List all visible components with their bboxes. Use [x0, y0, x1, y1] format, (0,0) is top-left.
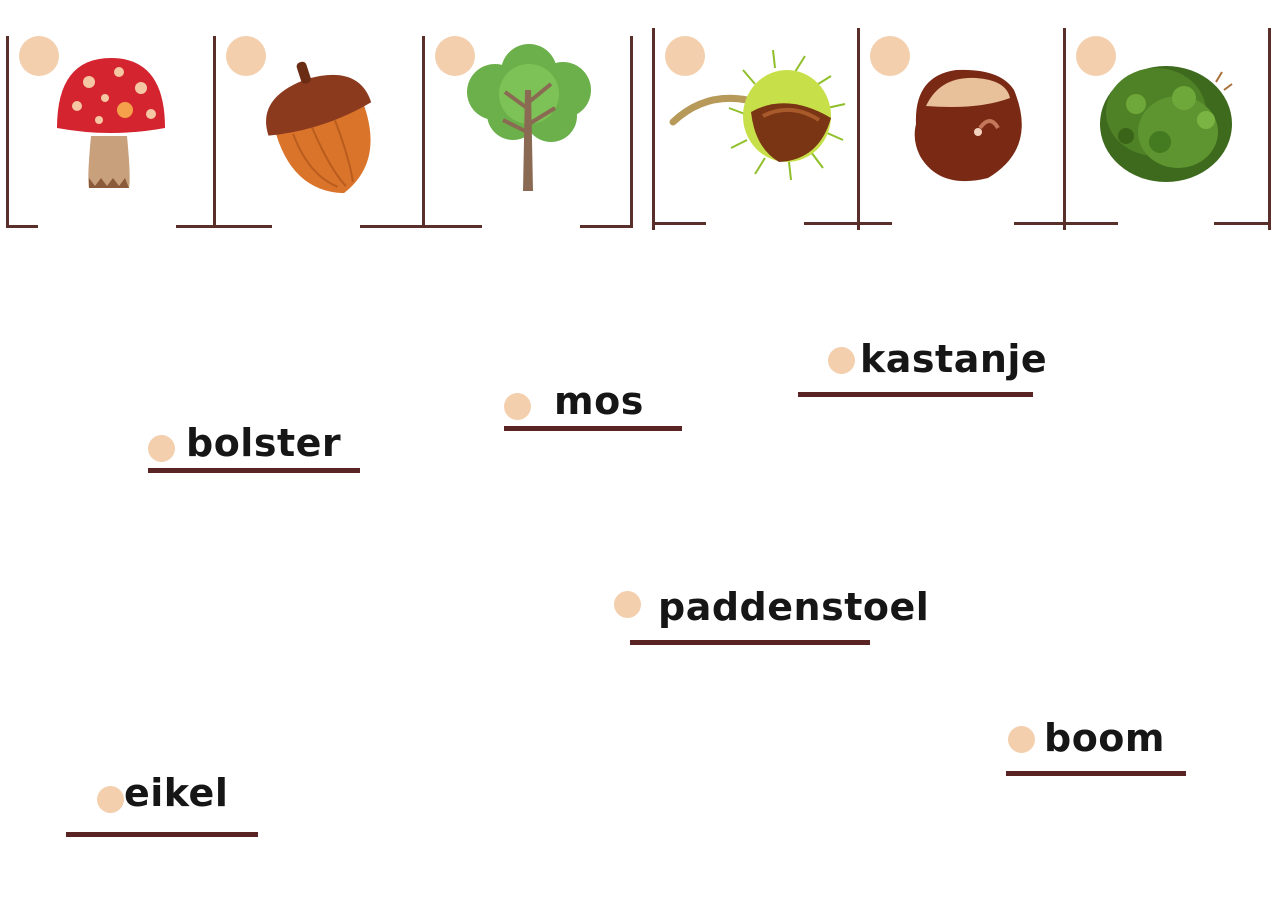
match-dot[interactable] — [148, 435, 175, 462]
word-bolster[interactable]: bolster — [148, 413, 360, 473]
word-label: kastanje — [860, 337, 1048, 381]
frame-divider — [213, 36, 216, 228]
match-dot[interactable] — [19, 36, 59, 76]
card-bolster[interactable] — [655, 28, 857, 228]
word-underline — [504, 426, 682, 431]
frame-divider — [652, 28, 655, 230]
match-dot[interactable] — [1008, 726, 1035, 753]
match-dot[interactable] — [870, 36, 910, 76]
word-label: eikel — [124, 771, 229, 815]
word-underline — [1006, 771, 1186, 776]
frame-divider — [422, 36, 425, 228]
tree-icon — [467, 44, 591, 191]
word-label: bolster — [186, 421, 342, 465]
word-underline — [630, 640, 870, 645]
word-label: boom — [1044, 716, 1166, 760]
match-dot[interactable] — [614, 591, 641, 618]
frame-divider — [857, 28, 860, 230]
word-underline — [798, 392, 1033, 397]
match-dot[interactable] — [226, 36, 266, 76]
frame-tick — [580, 225, 632, 228]
frame-divider — [1063, 28, 1066, 230]
frame-tick — [804, 222, 892, 225]
acorn-icon — [266, 61, 372, 194]
card-eikel[interactable] — [216, 28, 422, 228]
word-eikel[interactable]: eikel — [66, 771, 258, 837]
frame-tick — [6, 225, 38, 228]
frame-tick — [360, 225, 482, 228]
match-dot[interactable] — [97, 786, 124, 813]
word-mos[interactable]: mos — [504, 371, 682, 431]
frame-tick — [652, 222, 706, 225]
word-underline — [148, 468, 360, 473]
match-dot[interactable] — [665, 36, 705, 76]
chestnut-icon — [914, 69, 1022, 182]
frame-tick — [176, 225, 272, 228]
frame-divider — [1268, 28, 1271, 230]
card-kastanje[interactable] — [860, 28, 1063, 228]
frame-divider — [6, 36, 9, 228]
mushroom-icon — [57, 58, 165, 188]
word-paddenstoel[interactable]: paddenstoel — [614, 585, 929, 645]
moss-icon — [1100, 66, 1233, 182]
match-dot[interactable] — [435, 36, 475, 76]
word-kastanje[interactable]: kastanje — [798, 337, 1047, 397]
match-dot[interactable] — [504, 393, 531, 420]
card-mos[interactable] — [1066, 28, 1268, 228]
word-label: paddenstoel — [658, 585, 930, 629]
word-underline — [66, 832, 258, 837]
match-dot[interactable] — [828, 347, 855, 374]
frame-divider — [630, 36, 633, 228]
card-paddenstoel[interactable] — [9, 28, 213, 228]
match-dot[interactable] — [1076, 36, 1116, 76]
word-label: mos — [554, 379, 644, 423]
word-boom[interactable]: boom — [1006, 716, 1186, 776]
frame-tick — [1014, 222, 1118, 225]
card-boom[interactable] — [425, 28, 630, 228]
frame-tick — [1214, 222, 1270, 225]
chestnut-husk-icon — [669, 49, 846, 181]
